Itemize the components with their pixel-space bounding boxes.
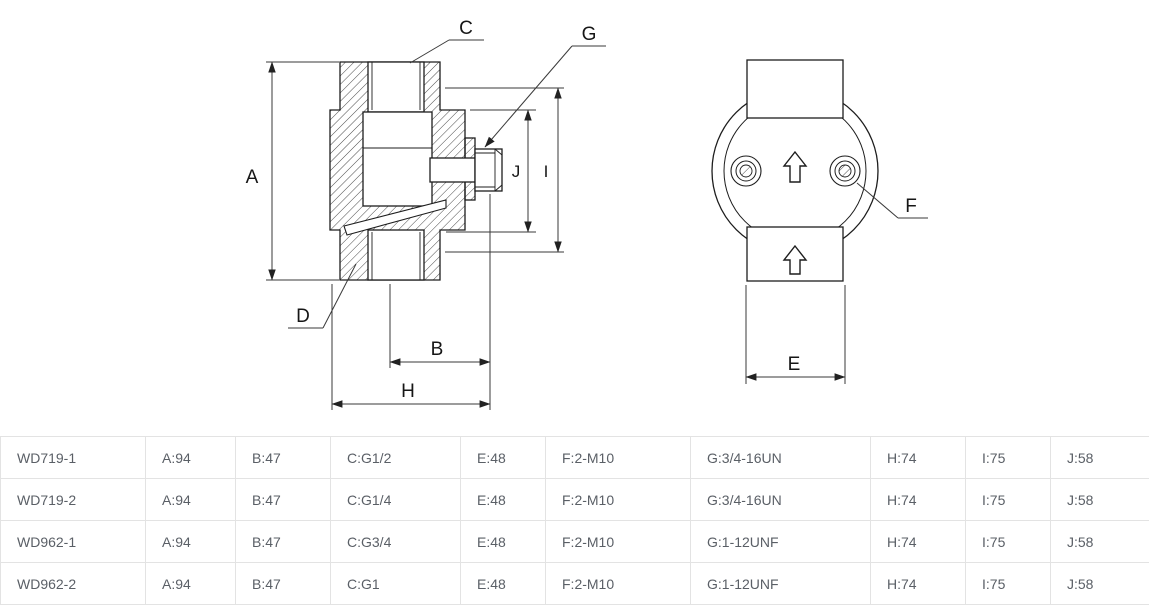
dim-c-cell: C:G1: [330, 562, 461, 605]
dim-f-cell: F:2-M10: [545, 520, 691, 563]
dim-a-cell: A:94: [145, 562, 236, 605]
dim-b-cell: B:47: [235, 520, 331, 563]
dim-g-cell: G:3/4-16UN: [690, 478, 871, 521]
dimension-H: [331, 284, 491, 410]
dim-e-cell: E:48: [460, 562, 546, 605]
dim-i-cell: I:75: [965, 562, 1051, 605]
flow-arrow-bottom: [782, 244, 808, 275]
table-row: WD719-2 A:94 B:47 C:G1/4 E:48 F:2-M10 G:…: [0, 478, 1149, 521]
dim-f-cell: F:2-M10: [545, 478, 691, 521]
dim-a-cell: A:94: [145, 478, 236, 521]
dimension-I: [445, 87, 564, 253]
front-view: [711, 59, 879, 282]
dim-b-cell: B:47: [235, 436, 331, 479]
dim-c-cell: C:G1/2: [330, 436, 461, 479]
dim-label-b: B: [431, 339, 444, 360]
technical-drawing: A C G D J I B H: [246, 18, 928, 410]
dim-e-cell: E:48: [460, 520, 546, 563]
top-port-bore: [367, 61, 425, 113]
dim-a-cell: A:94: [145, 436, 236, 479]
dim-label-a: A: [246, 167, 259, 188]
dim-label-i: I: [544, 162, 549, 181]
top-port-boss: [746, 59, 844, 119]
leader-F: [856, 182, 928, 219]
leader-G: [484, 45, 606, 148]
dim-label-g: G: [582, 24, 597, 45]
dim-j-cell: J:58: [1050, 520, 1149, 563]
table-row: WD962-1 A:94 B:47 C:G3/4 E:48 F:2-M10 G:…: [0, 520, 1149, 563]
leader-C: [409, 39, 484, 64]
section-view: [329, 61, 503, 281]
mounting-hole-left: [730, 155, 762, 187]
dim-label-f: F: [905, 196, 917, 217]
dim-h-cell: H:74: [870, 478, 966, 521]
dim-g-cell: G:1-12UNF: [690, 562, 871, 605]
dim-f-cell: F:2-M10: [545, 562, 691, 605]
dim-j-cell: J:58: [1050, 436, 1149, 479]
dim-c-cell: C:G3/4: [330, 520, 461, 563]
dimension-J: [446, 109, 536, 233]
table-row: WD962-2 A:94 B:47 C:G1 E:48 F:2-M10 G:1-…: [0, 562, 1149, 605]
central-cavity: [362, 111, 433, 207]
dim-label-j: J: [512, 162, 521, 181]
dim-i-cell: I:75: [965, 520, 1051, 563]
dim-h-cell: H:74: [870, 436, 966, 479]
dimension-B: [389, 194, 491, 410]
model-cell: WD719-2: [0, 478, 146, 521]
threaded-stud: [474, 148, 503, 192]
flow-arrow-center: [782, 150, 808, 183]
valve-flapper: [343, 199, 447, 236]
spec-table: WD719-1 A:94 B:47 C:G1/2 E:48 F:2-M10 G:…: [0, 436, 1149, 605]
model-cell: WD962-1: [0, 520, 146, 563]
dim-g-cell: G:1-12UNF: [690, 520, 871, 563]
dim-h-cell: H:74: [870, 562, 966, 605]
dim-f-cell: F:2-M10: [545, 436, 691, 479]
dim-e-cell: E:48: [460, 478, 546, 521]
dimension-E: [745, 285, 846, 384]
bottom-port-bore: [367, 229, 425, 281]
dim-j-cell: J:58: [1050, 478, 1149, 521]
dim-i-cell: I:75: [965, 478, 1051, 521]
side-bore: [429, 157, 476, 183]
dim-i-cell: I:75: [965, 436, 1051, 479]
model-cell: WD719-1: [0, 436, 146, 479]
dim-label-d: D: [296, 306, 310, 327]
dim-g-cell: G:3/4-16UN: [690, 436, 871, 479]
dim-label-h: H: [401, 381, 415, 402]
dim-a-cell: A:94: [145, 520, 236, 563]
mounting-hole-right: [829, 155, 861, 187]
dim-c-cell: C:G1/4: [330, 478, 461, 521]
model-cell: WD962-2: [0, 562, 146, 605]
dim-h-cell: H:74: [870, 520, 966, 563]
leader-D: [288, 263, 357, 329]
dim-b-cell: B:47: [235, 562, 331, 605]
technical-drawing-area: A C G D J I B H: [246, 18, 928, 410]
dim-j-cell: J:58: [1050, 562, 1149, 605]
dim-label-c: C: [459, 18, 473, 39]
dim-label-e: E: [788, 354, 801, 375]
dim-b-cell: B:47: [235, 478, 331, 521]
table-row: WD719-1 A:94 B:47 C:G1/2 E:48 F:2-M10 G:…: [0, 436, 1149, 479]
dimension-A: [266, 61, 339, 281]
dim-e-cell: E:48: [460, 436, 546, 479]
